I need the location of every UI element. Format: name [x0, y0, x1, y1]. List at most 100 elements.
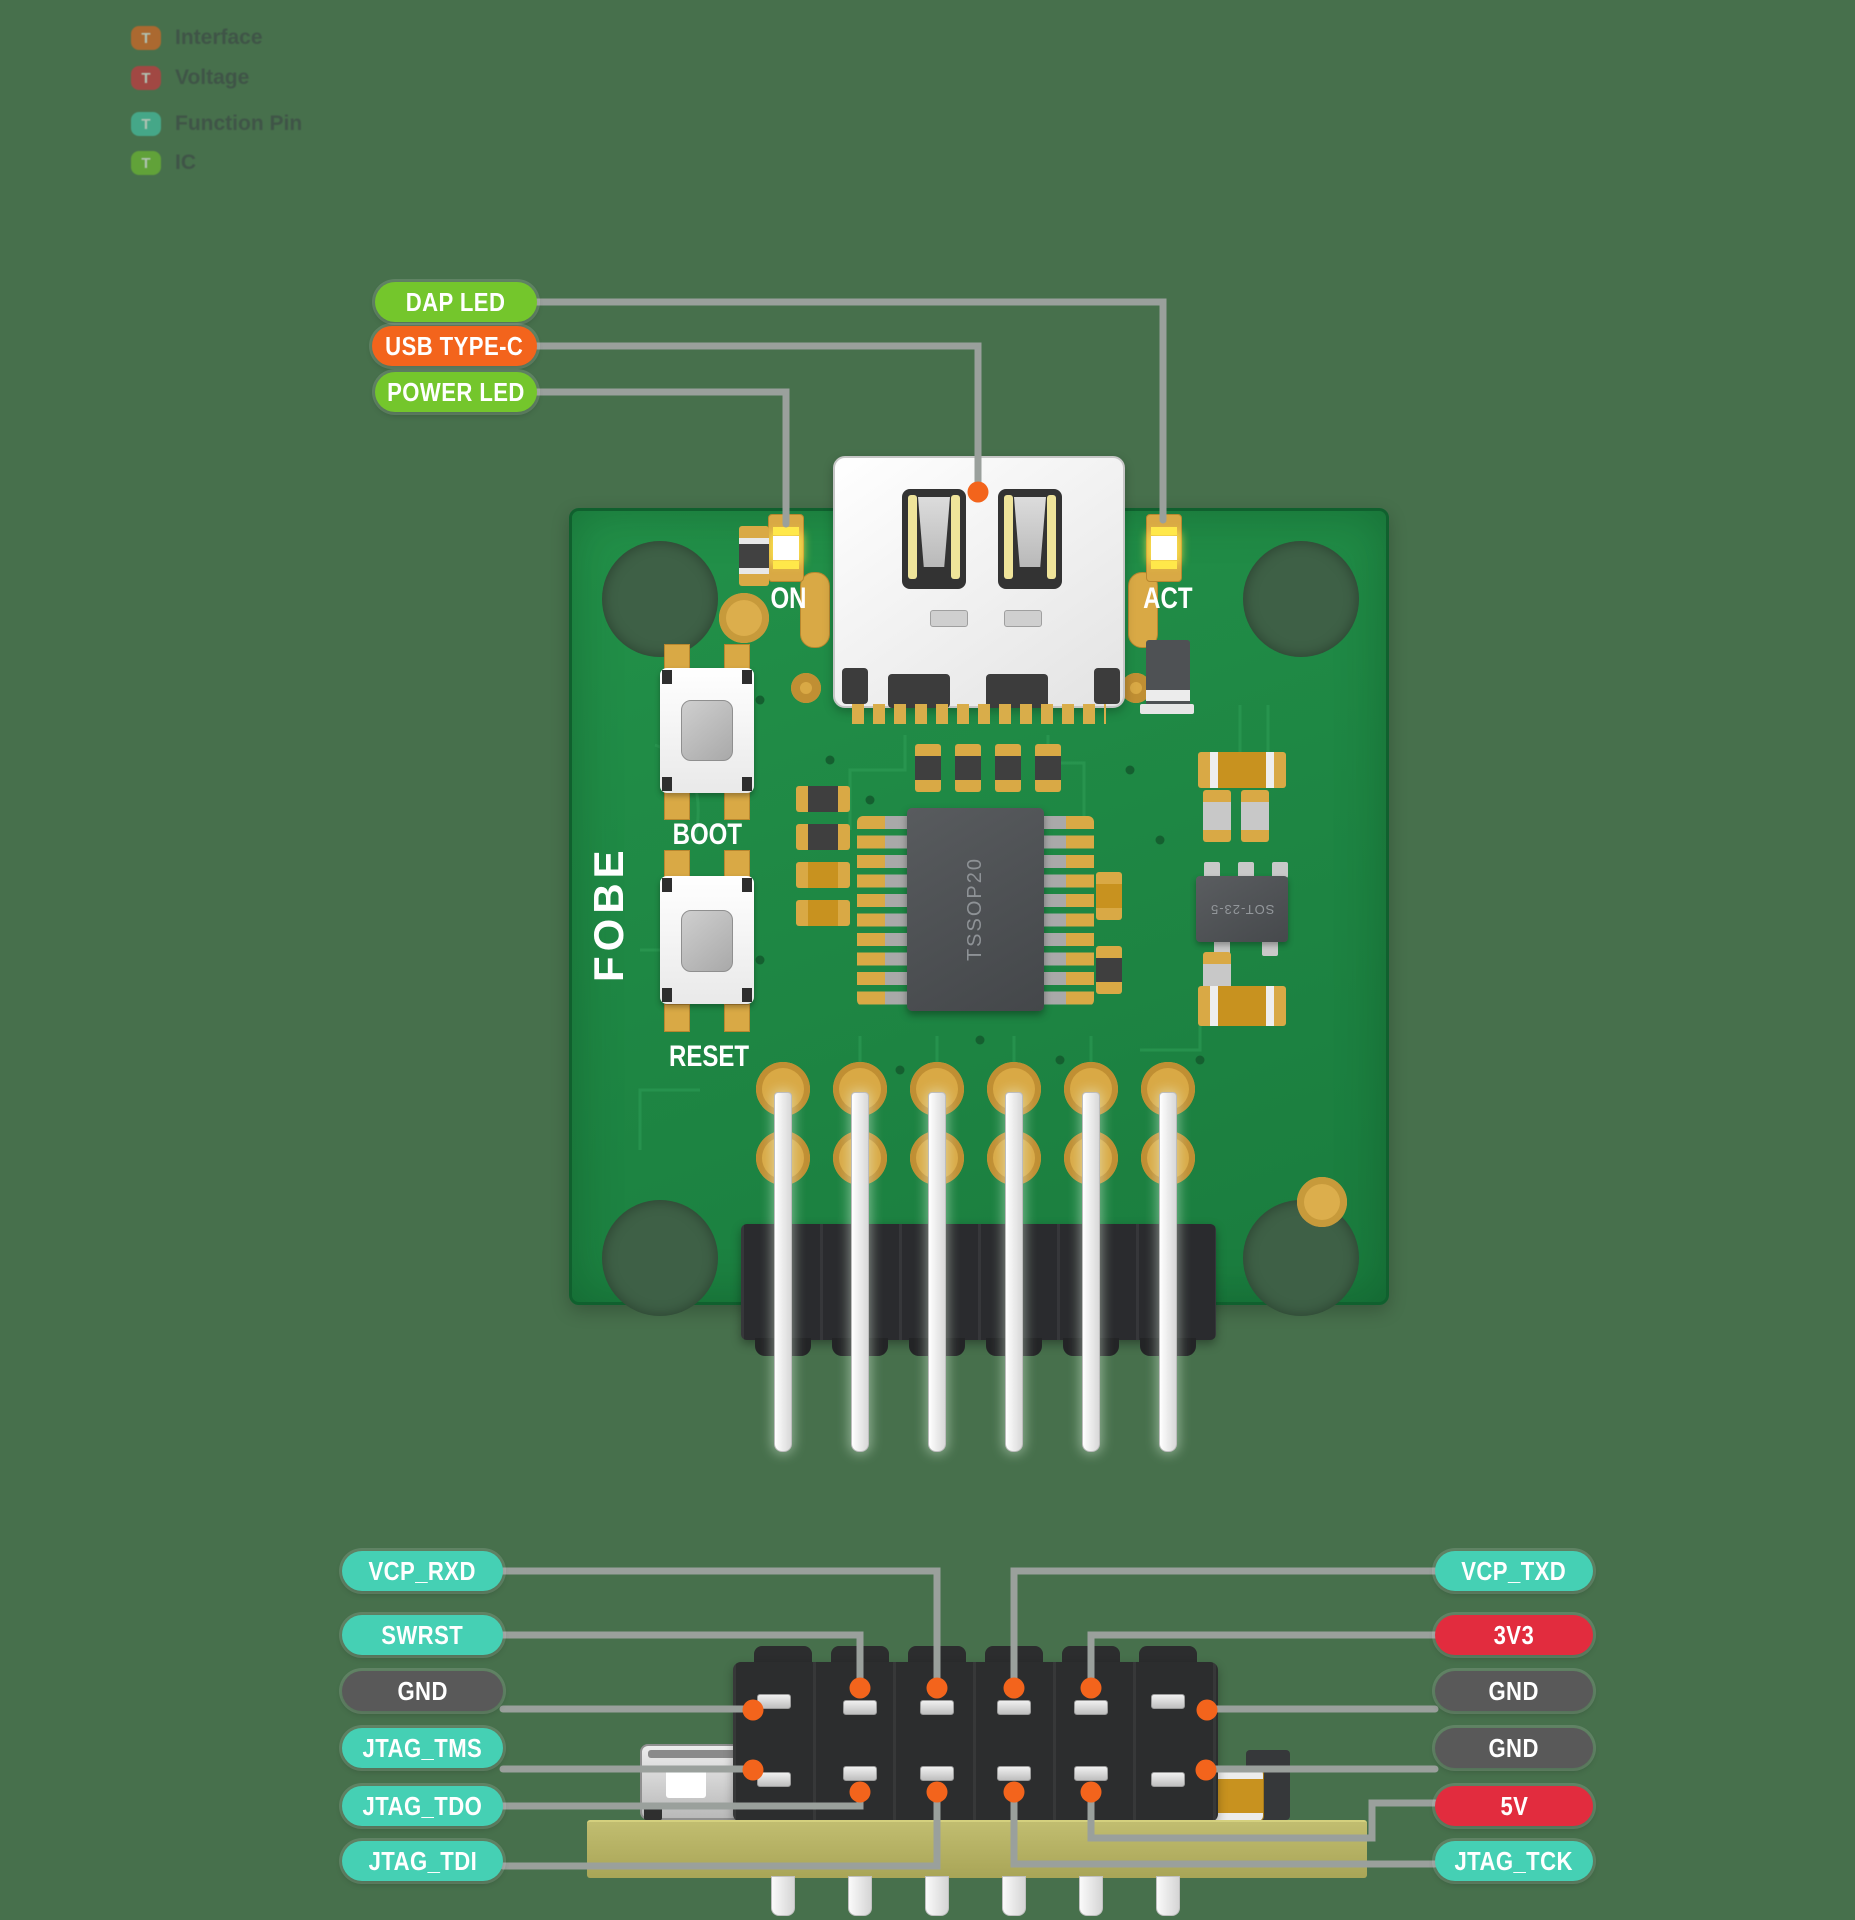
pin-contact — [997, 1766, 1031, 1781]
header-bump — [1139, 1646, 1197, 1666]
pin-contact — [1074, 1766, 1108, 1781]
header-pin-tip — [1002, 1876, 1026, 1916]
legend-label: IC — [175, 151, 196, 174]
usb-detail — [1004, 610, 1042, 627]
reset-silkscreen: RESET — [668, 1040, 750, 1073]
pin-contact — [920, 1766, 954, 1781]
reset-button-pad — [664, 1004, 690, 1032]
pin-label-jtag-tck: JTAG_TCK — [1435, 1841, 1593, 1881]
legend-badge-function-pin: T — [131, 112, 161, 136]
pin-label-jtag-tdo: JTAG_TDO — [342, 1786, 503, 1826]
usb-side-pad — [1128, 572, 1158, 648]
marker-dot — [1196, 1699, 1218, 1721]
boot-button-pad — [724, 792, 750, 820]
usb-side-pad — [800, 572, 830, 648]
gold-test-point — [719, 593, 769, 643]
usb-side-slot — [648, 1750, 736, 1758]
switch-corner — [662, 670, 672, 684]
pin-label-5v: 5V — [1435, 1786, 1593, 1826]
regulator-pin — [1204, 862, 1220, 878]
reset-button-pad — [724, 1004, 750, 1032]
pin-contact — [843, 1700, 877, 1715]
header-pin — [928, 1092, 946, 1452]
leader-5v — [1087, 1792, 1439, 1842]
led-lens — [773, 536, 799, 560]
legend-label: Interface — [175, 26, 263, 49]
capacitor — [1035, 744, 1061, 792]
header-pin — [1159, 1092, 1177, 1452]
mounting-hole — [602, 1200, 718, 1316]
mounting-hole — [1243, 541, 1359, 657]
usb-tab — [842, 668, 868, 704]
header-pin-tip — [1079, 1876, 1103, 1916]
switch-corner — [742, 777, 752, 791]
pin-header-side — [733, 1662, 1218, 1822]
mounting-hole — [602, 541, 718, 657]
switch-corner — [662, 988, 672, 1002]
capacitor — [1198, 986, 1286, 1026]
capacitor — [796, 900, 850, 926]
capacitor — [1198, 752, 1286, 788]
header-pin — [1082, 1092, 1100, 1452]
pin-label-gnd-r1: GND — [1435, 1671, 1593, 1711]
usb-tab — [888, 674, 950, 708]
leader-dap-led — [533, 298, 1167, 524]
marker-dot — [926, 1781, 948, 1803]
act-led — [1146, 514, 1182, 582]
legend-label: Function Pin — [175, 112, 303, 135]
marker-dot — [849, 1781, 871, 1803]
usb-slot — [902, 489, 966, 589]
usb-contact — [908, 495, 917, 579]
callout-usb-type-c: USB TYPE-C — [372, 326, 537, 366]
capacitor-side — [1212, 1768, 1264, 1822]
mcu-chip: TSSOP20 — [907, 808, 1044, 1011]
pin-label-jtag-tms: JTAG_TMS — [342, 1728, 503, 1768]
pin-label-gnd-r2: GND — [1435, 1728, 1593, 1768]
diode-base — [1140, 704, 1194, 714]
leader-jtag-tck — [1010, 1792, 1439, 1868]
leader-jtag-tdi — [499, 1792, 941, 1870]
legend-item-voltage: T Voltage — [131, 66, 249, 90]
reset-button — [660, 876, 754, 1004]
usb-tab — [1094, 668, 1120, 704]
regulator-chip: SOT-23-5 — [1196, 876, 1288, 942]
reset-button-pad — [724, 850, 750, 878]
capacitor — [1096, 946, 1122, 994]
usb-detail — [930, 610, 968, 627]
capacitor — [995, 744, 1021, 792]
leader-vcp-rxd — [499, 1567, 941, 1687]
switch-corner — [742, 988, 752, 1002]
leader-jtag-tdo — [499, 1792, 864, 1810]
resistor — [796, 824, 850, 850]
pin-label-vcp-txd: VCP_TXD — [1435, 1551, 1593, 1591]
capacitor — [1241, 790, 1269, 842]
regulator-pin — [1262, 940, 1278, 956]
legend-badge-interface: T — [131, 26, 161, 50]
legend-badge-ic: T — [131, 151, 161, 175]
leader-swrst — [499, 1631, 864, 1687]
marker-dot — [742, 1759, 764, 1781]
boot-button — [660, 668, 754, 793]
led-glow — [773, 561, 799, 569]
diode-band — [1146, 690, 1190, 701]
gold-test-point — [1297, 1177, 1347, 1227]
usb-pin-comb — [852, 704, 1106, 724]
usb-leg-ring — [791, 673, 821, 703]
header-bump — [754, 1646, 812, 1666]
resistor — [796, 786, 850, 812]
usb-contact — [1014, 497, 1046, 567]
switch-corner — [662, 777, 672, 791]
capacitor — [1096, 872, 1122, 920]
resistor — [739, 526, 769, 586]
usb-contact — [1004, 495, 1013, 579]
capacitor — [1203, 790, 1231, 842]
usb-slot — [998, 489, 1062, 589]
pin-label-swrst: SWRST — [342, 1615, 503, 1655]
header-pin-tip — [1156, 1876, 1180, 1916]
switch-corner — [662, 878, 672, 892]
callout-power-led: POWER LED — [375, 372, 537, 412]
regulator-pin — [1272, 862, 1288, 878]
marker-dot — [967, 481, 989, 503]
pin-label-gnd-left: GND — [342, 1671, 503, 1711]
